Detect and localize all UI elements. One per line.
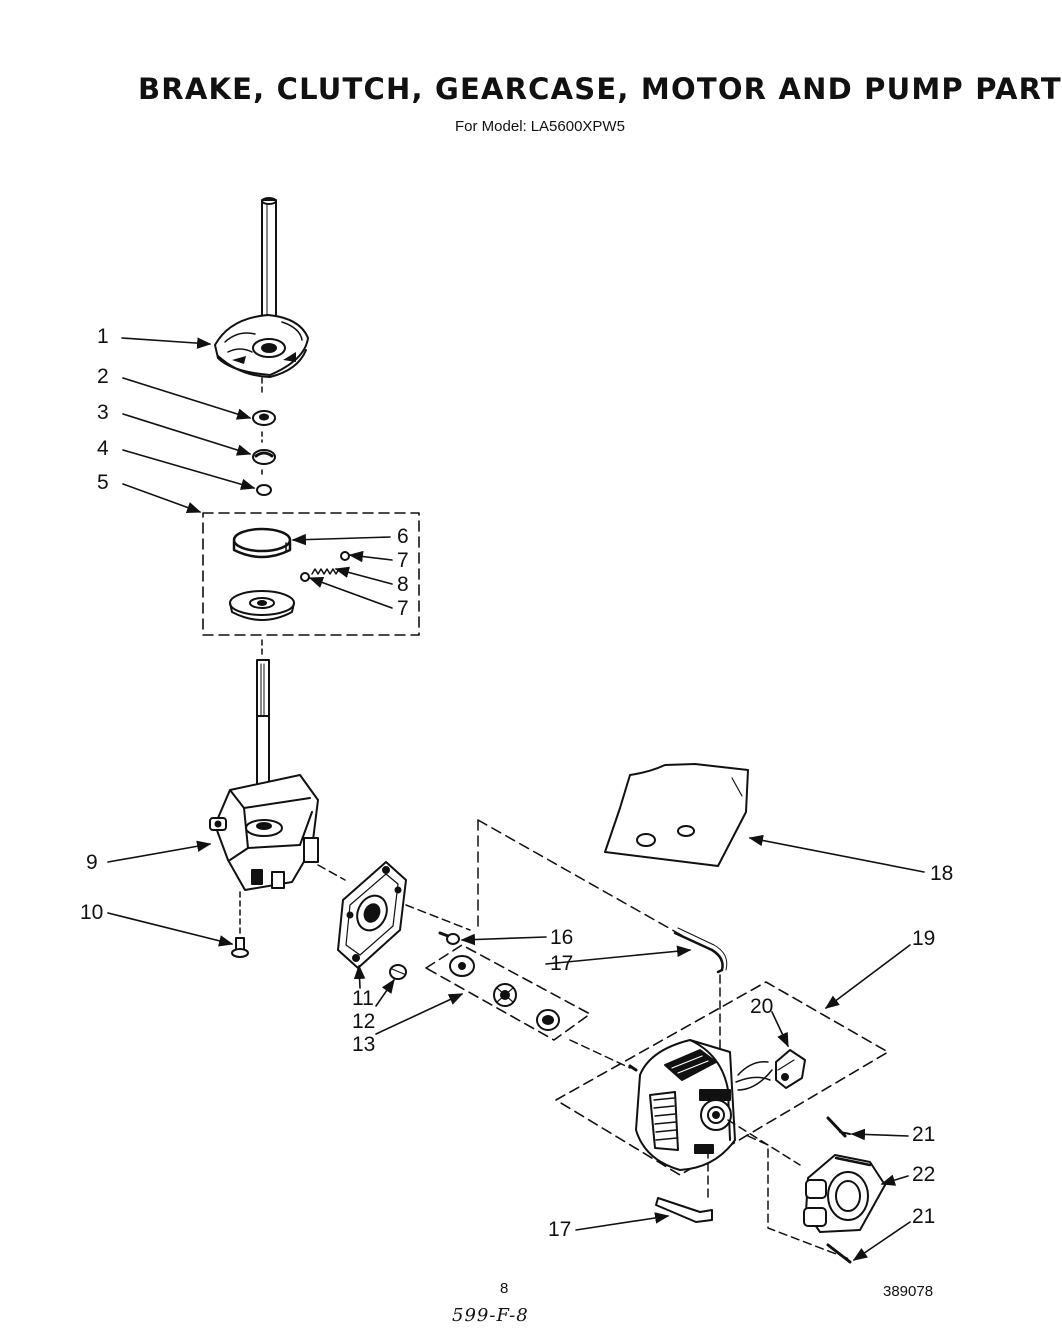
motor-link-dashes [478, 820, 690, 940]
part-2-washer [253, 411, 275, 425]
callout-13: 13 [352, 1033, 376, 1056]
callout-19: 19 [912, 927, 936, 950]
part-22-pump [804, 1155, 885, 1232]
model-prefix: For Model: [455, 118, 527, 135]
callout-18: 18 [930, 862, 954, 885]
callout-8: 8 [397, 573, 409, 596]
part-10-bolt [232, 938, 248, 957]
callout-12: 12 [352, 1010, 376, 1033]
part-18-pad [605, 764, 748, 866]
drive-motor [630, 1040, 852, 1260]
part-3-retainer [253, 450, 275, 464]
callout-1: 1 [97, 325, 109, 348]
callout-17-upper: 17 [550, 952, 574, 975]
callout-22: 22 [912, 1163, 936, 1186]
part-17-clamp-lower [656, 1198, 712, 1222]
model-subtitle: For Model:LA5600XPW5 [455, 118, 625, 135]
callout-21-lower: 21 [912, 1205, 936, 1228]
part-13-pump-parts-box [426, 945, 630, 1068]
part-21-pin-lower [828, 1245, 850, 1262]
part-12-plug [390, 965, 406, 979]
part-16-screw [440, 933, 459, 944]
callout-6: 6 [397, 525, 409, 548]
part-1-brake-assembly [215, 198, 308, 392]
model-number: LA5600XPW5 [530, 118, 625, 135]
part-20-connector [776, 1050, 805, 1088]
callout-3: 3 [97, 401, 109, 424]
callout-20: 20 [750, 995, 774, 1018]
callout-9: 9 [86, 851, 98, 874]
part-7-spring-caps [301, 552, 349, 581]
callout-16: 16 [550, 926, 574, 949]
part-8-spring [312, 569, 339, 574]
leader-lines [108, 338, 924, 1261]
part-6-clutch-band [234, 529, 290, 557]
document-number: 389078 [883, 1283, 934, 1300]
part-9-gearcase [210, 660, 345, 936]
callout-5: 5 [97, 471, 109, 494]
page-title: BRAKE, CLUTCH, GEARCASE, MOTOR AND PUMP … [138, 72, 1062, 106]
callout-2: 2 [97, 365, 109, 388]
part-21-pin-upper [828, 1118, 850, 1136]
callout-10: 10 [80, 901, 104, 924]
callout-11: 11 [352, 987, 374, 1010]
callout-7-upper: 7 [397, 549, 409, 572]
callout-4: 4 [97, 437, 109, 460]
callout-21-upper: 21 [912, 1123, 936, 1146]
part-5-clutch-assembly-box [203, 513, 419, 635]
callout-7-lower: 7 [397, 597, 409, 620]
clutch-pulley [230, 591, 294, 656]
part-11-mounting-plate [338, 862, 470, 968]
handwritten-note: 599-F-8 [452, 1305, 529, 1326]
callout-17-lower: 17 [548, 1218, 572, 1241]
page-number: 8 [500, 1280, 509, 1297]
part-4-ring [257, 432, 271, 495]
part-19-motor-box [556, 982, 888, 1175]
